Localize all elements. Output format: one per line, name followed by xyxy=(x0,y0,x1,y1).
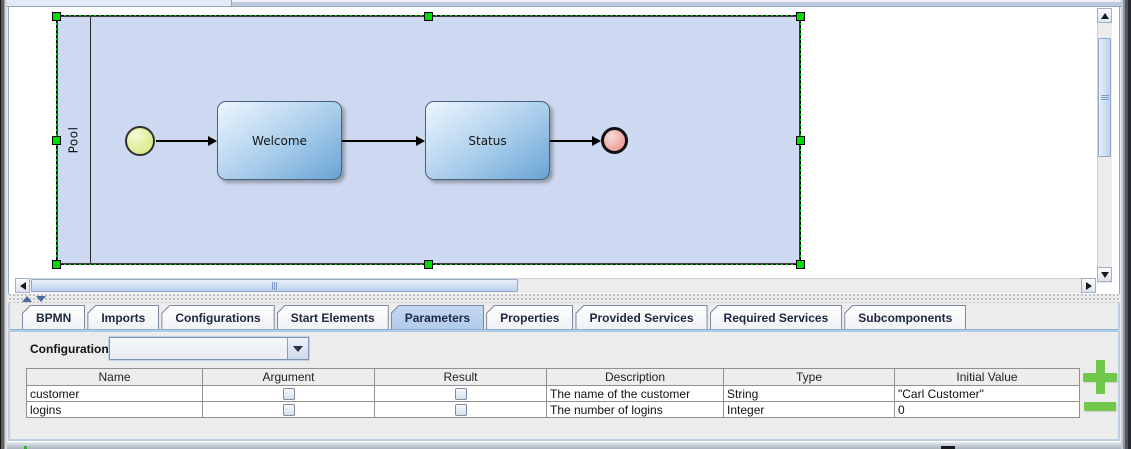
scrollbar-corner xyxy=(1097,283,1113,294)
tab-parameters[interactable]: Parameters xyxy=(390,305,485,329)
argument-checkbox[interactable] xyxy=(282,388,295,401)
selection-handle-bottom-left[interactable] xyxy=(52,260,61,269)
tab-subcomponents[interactable]: Subcomponents xyxy=(844,305,967,329)
scrollbar-grip-icon xyxy=(272,281,277,290)
sequence-flow-2[interactable] xyxy=(342,140,417,142)
top-tab-bottom-edge xyxy=(7,0,232,6)
task-status[interactable]: Status xyxy=(425,101,550,180)
remove-parameter-button[interactable] xyxy=(1084,402,1116,411)
selection-handle-bottom-right[interactable] xyxy=(796,260,805,269)
column-header-argument: Argument xyxy=(202,368,375,386)
result-checkbox[interactable] xyxy=(454,388,467,401)
selection-handle-bottom-mid[interactable] xyxy=(424,260,433,269)
pool-header-divider xyxy=(90,17,91,263)
chevron-up-icon xyxy=(1100,12,1109,19)
initial-value-cell[interactable]: 0 xyxy=(894,401,1080,418)
tab-imports[interactable]: Imports xyxy=(87,305,160,329)
selection-handle-top-right[interactable] xyxy=(796,12,805,21)
tab-required-services[interactable]: Required Services xyxy=(709,305,843,329)
configuration-dropdown[interactable] xyxy=(108,336,310,361)
column-header-result: Result xyxy=(374,368,547,386)
tab-provided-services[interactable]: Provided Services xyxy=(575,305,708,329)
result-checkbox[interactable] xyxy=(454,404,467,417)
chevron-right-icon xyxy=(1085,281,1092,290)
argument-cell xyxy=(202,385,375,402)
argument-cell xyxy=(202,401,375,418)
add-parameter-button[interactable] xyxy=(1083,360,1117,394)
selection-handle-top-mid[interactable] xyxy=(424,12,433,21)
window-right-edge xyxy=(1121,0,1131,449)
sequence-flow-1-arrowhead xyxy=(208,136,217,146)
sequence-flow-3-arrowhead xyxy=(592,136,601,146)
sequence-flow-1[interactable] xyxy=(156,140,209,142)
table-row: customer The name of the customer String… xyxy=(26,385,1080,402)
bottom-strip-marker xyxy=(941,446,955,449)
plus-icon xyxy=(1096,360,1105,394)
configuration-dropdown-button[interactable] xyxy=(287,338,308,359)
scrollbar-grip-icon xyxy=(1100,95,1109,100)
chevron-down-icon xyxy=(1100,271,1109,278)
scroll-down-button[interactable] xyxy=(1097,267,1112,282)
initial-value-cell[interactable]: "Carl Customer" xyxy=(894,385,1080,402)
configuration-dropdown-value xyxy=(110,338,287,359)
scroll-left-button[interactable] xyxy=(15,278,30,293)
vertical-scrollbar-thumb[interactable] xyxy=(1098,38,1111,157)
parameters-table: Name Argument Result Description Type In… xyxy=(26,368,1080,418)
task-status-label: Status xyxy=(468,133,507,148)
scroll-right-button[interactable] xyxy=(1081,278,1096,293)
start-event[interactable] xyxy=(125,126,155,156)
splitter-collapse-down-icon[interactable] xyxy=(36,296,46,302)
type-cell[interactable]: String xyxy=(723,385,895,402)
panel-tab-bar: BPMN Imports Configurations Start Elemen… xyxy=(22,305,967,329)
sequence-flow-2-arrowhead xyxy=(416,136,425,146)
column-header-initial-value: Initial Value xyxy=(894,368,1080,386)
tab-configurations[interactable]: Configurations xyxy=(161,305,275,329)
selection-handle-mid-left[interactable] xyxy=(52,136,61,145)
type-cell[interactable]: Integer xyxy=(723,401,895,418)
scroll-up-button[interactable] xyxy=(1097,8,1112,23)
description-cell[interactable]: The number of logins xyxy=(546,401,724,418)
task-welcome-label: Welcome xyxy=(252,133,307,148)
argument-checkbox[interactable] xyxy=(282,404,295,417)
name-cell[interactable]: customer xyxy=(26,385,203,402)
window-left-edge xyxy=(0,0,7,449)
end-event[interactable] xyxy=(601,127,628,154)
splitter-collapse-up-icon[interactable] xyxy=(22,296,32,302)
task-welcome[interactable]: Welcome xyxy=(217,101,342,180)
column-header-name: Name xyxy=(26,368,203,386)
result-cell xyxy=(374,401,547,418)
bottom-strip-dot xyxy=(24,446,27,449)
configuration-label: Configuration xyxy=(30,342,109,356)
result-cell xyxy=(374,385,547,402)
tab-properties[interactable]: Properties xyxy=(486,305,574,329)
properties-panel: BPMN Imports Configurations Start Elemen… xyxy=(8,303,1120,441)
table-header-row: Name Argument Result Description Type In… xyxy=(26,368,1080,386)
sequence-flow-3[interactable] xyxy=(550,140,593,142)
bottom-window-strip xyxy=(7,443,1121,449)
selection-handle-top-left[interactable] xyxy=(52,12,61,21)
column-header-description: Description xyxy=(546,368,724,386)
tab-start-elements[interactable]: Start Elements xyxy=(276,305,389,329)
column-header-type: Type xyxy=(723,368,895,386)
horizontal-scrollbar-thumb[interactable] xyxy=(31,279,518,292)
top-toolbar-strip xyxy=(7,0,1121,7)
table-row: logins The number of logins Integer 0 xyxy=(26,401,1080,418)
description-cell[interactable]: The name of the customer xyxy=(546,385,724,402)
tab-bar-underline xyxy=(10,329,1118,332)
selection-handle-mid-right[interactable] xyxy=(796,136,805,145)
tab-bpmn[interactable]: BPMN xyxy=(22,305,86,329)
chevron-left-icon xyxy=(19,281,26,290)
name-cell[interactable]: logins xyxy=(26,401,203,418)
chevron-down-icon xyxy=(293,345,303,352)
split-pane-divider[interactable] xyxy=(8,294,1120,303)
